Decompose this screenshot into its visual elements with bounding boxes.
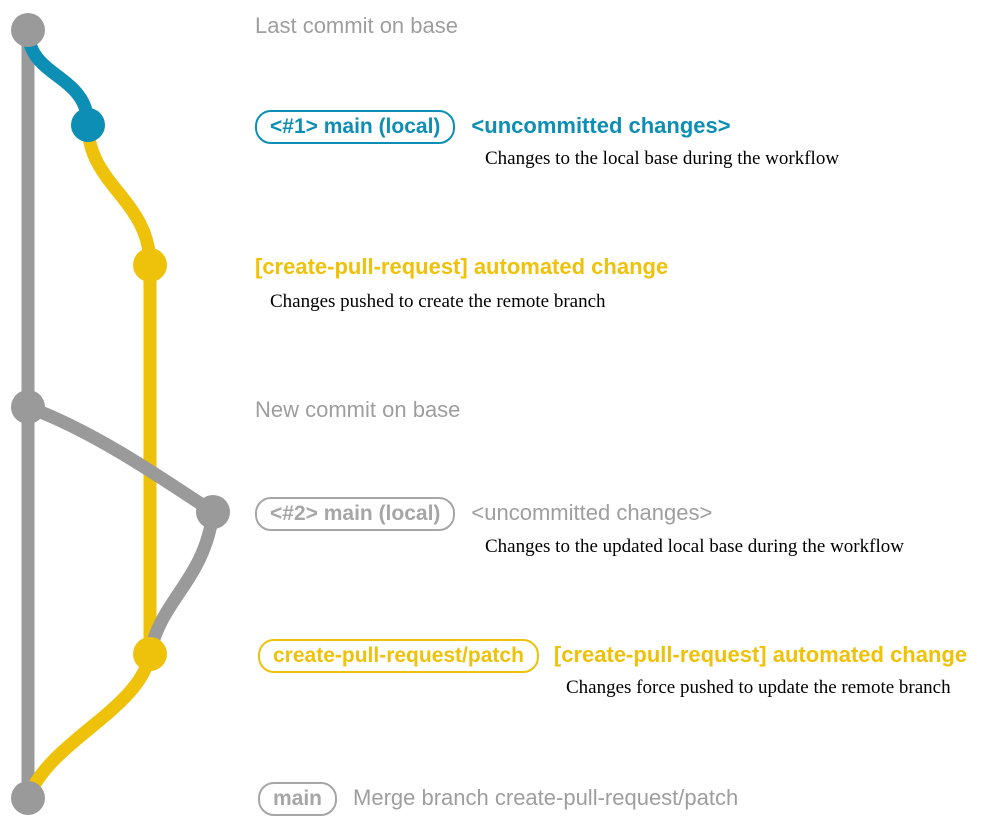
- edge-patch2-to-merge: [21, 647, 157, 805]
- row-merge-commit: main Merge branch create-pull-request/pa…: [258, 782, 738, 816]
- row-automated-change-2-note: Changes force pushed to update the remot…: [566, 677, 951, 698]
- branch-pill-main-local-2[interactable]: <#2> main (local): [255, 497, 456, 531]
- branch-pill-main-local-1[interactable]: <#1> main (local): [255, 110, 456, 144]
- node-last-commit-on-base[interactable]: [11, 13, 45, 47]
- row-main-local-2-subject: <uncommitted changes>: [471, 500, 713, 525]
- row-automated-change-1-note: Changes pushed to create the remote bran…: [270, 291, 606, 312]
- row-main-local-1-subject: <uncommitted changes>: [471, 113, 731, 138]
- branch-pill-main[interactable]: main: [258, 782, 338, 816]
- row-automated-change-1-subject: [create-pull-request] automated change: [255, 254, 669, 279]
- node-automated-change-1[interactable]: [133, 248, 167, 282]
- node-main-local-1[interactable]: [71, 108, 105, 142]
- row-main-local-1: <#1> main (local) <uncommitted changes>: [255, 110, 731, 144]
- edge-local2-to-patch2: [143, 505, 220, 661]
- node-merge-commit[interactable]: [11, 781, 45, 815]
- row-main-local-2-note: Changes to the updated local base during…: [485, 536, 904, 557]
- row-automated-change-2-subject: [create-pull-request] automated change: [553, 642, 968, 667]
- node-main-local-2[interactable]: [196, 495, 230, 529]
- node-new-commit-on-base[interactable]: [11, 390, 45, 424]
- edge-basenew-to-local2: [21, 400, 220, 519]
- node-create-pull-request-patch[interactable]: [133, 637, 167, 671]
- branch-pill-create-pull-request-patch[interactable]: create-pull-request/patch: [258, 639, 539, 673]
- row-main-local-1-note: Changes to the local base during the wor…: [485, 148, 840, 169]
- row-automated-change-2: create-pull-request/patch [create-pull-r…: [258, 639, 967, 673]
- row-merge-commit-subject: Merge branch create-pull-request/patch: [353, 785, 739, 810]
- edge-local1-to-patch1: [81, 118, 157, 272]
- row-main-local-2: <#2> main (local) <uncommitted changes>: [255, 497, 712, 531]
- row-new-commit-on-base-subject: New commit on base: [255, 397, 461, 422]
- row-last-commit-on-base-subject: Last commit on base: [255, 13, 458, 38]
